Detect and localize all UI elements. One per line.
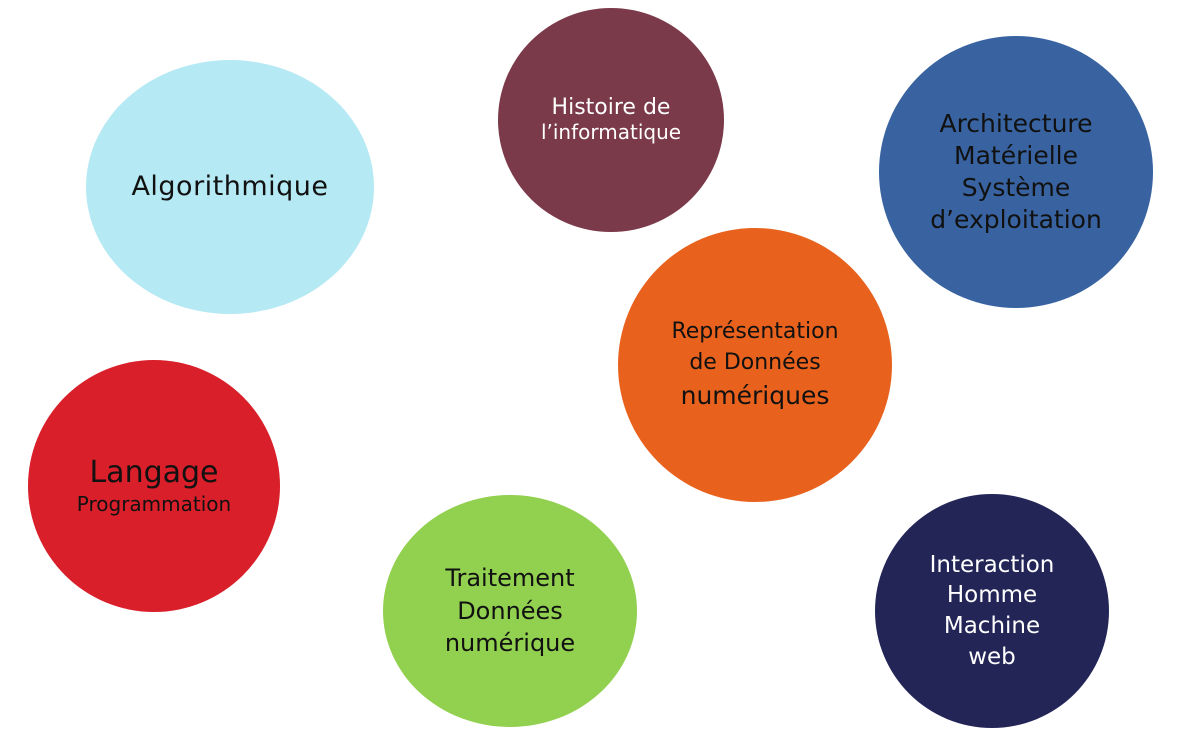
bubble-traitement-label-line-3: numérique [444,629,576,658]
bubble-histoire-label-line-1: Histoire de [551,95,671,121]
bubble-representation-donnees: Représentation de Données numériques [618,228,892,502]
bubble-architecture: Architecture Matérielle Système d’exploi… [879,36,1153,308]
bubble-langage-label-line-2: Programmation [76,492,232,516]
bubble-histoire-label-line-2: l’informatique [540,120,682,145]
bubble-architecture-label-line-3: Système [961,173,1071,202]
bubble-architecture-label-line-1: Architecture [939,109,1093,138]
bubble-interaction-label-line-3: Machine [943,613,1041,639]
bubble-langage-label-line-1: Langage [89,455,219,490]
bubble-algorithmique-label: Algorithmique [131,171,329,203]
bubble-interaction-label-line-4: web [968,643,1016,670]
bubble-traitement-label-line-1: Traitement [445,564,575,593]
bubble-interaction-label-line-1: Interaction [929,551,1055,578]
bubble-traitement-label-line-2: Données [457,596,563,625]
bubble-histoire-informatique: Histoire de l’informatique [498,8,724,232]
bubble-architecture-label-line-2: Matérielle [954,141,1078,170]
bubble-interaction-label-line-2: Homme [946,582,1038,609]
bubble-traitement-donnees: Traitement Données numérique [383,495,637,727]
bubble-langage-programmation: Langage Programmation [28,360,280,612]
bubble-architecture-label-line-4: d’exploitation [930,205,1102,234]
bubble-representation-label-line-1: Représentation [671,319,839,345]
bubble-representation-label-line-2: de Données [689,350,821,375]
bubble-algorithmique: Algorithmique [86,60,374,314]
bubble-representation-label-line-3: numériques [680,380,830,410]
bubble-interaction-homme-machine: Interaction Homme Machine web [875,494,1109,728]
